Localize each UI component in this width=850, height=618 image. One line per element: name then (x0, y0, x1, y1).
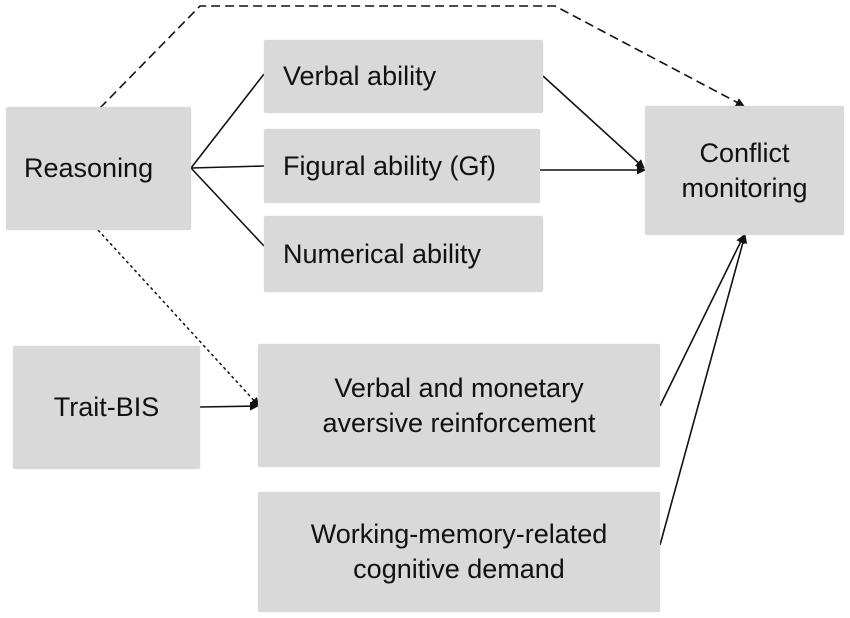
node-conflict-monitoring-label: Conflict monitoring (681, 137, 808, 203)
node-trait-bis-label: Trait-BIS (53, 392, 160, 422)
node-trait-bis: Trait-BIS (13, 346, 200, 469)
node-figural-ability-label: Figural ability (Gf) (283, 150, 497, 181)
node-figural-ability: Figural ability (Gf) (264, 129, 540, 203)
edge-reasoning-aversive-dotted (97, 229, 260, 407)
edge-reasoning-figural (190, 165, 265, 169)
node-conflict-monitoring: Conflict monitoring (645, 106, 844, 235)
edge-reasoning-numerical (190, 167, 265, 247)
edge-trait-aversive (199, 401, 259, 411)
edge-reasoning-verbal (190, 73, 265, 169)
node-numerical-ability-label: Numerical ability (283, 238, 482, 269)
edge-aversive-conflict (659, 234, 745, 407)
node-aversive-reinforcement-label: Verbal and monetary aversive reinforceme… (322, 372, 596, 438)
node-working-memory-demand: Working-memory-related cognitive demand (258, 492, 660, 612)
node-numerical-ability: Numerical ability (264, 216, 543, 292)
node-aversive-reinforcement: Verbal and monetary aversive reinforceme… (258, 344, 660, 467)
node-working-memory-demand-label: Working-memory-related cognitive demand (310, 519, 608, 584)
node-verbal-ability-label: Verbal ability (283, 61, 437, 91)
edge-verbal-conflict (542, 75, 645, 169)
edge-reasoning-conflict-dashed (99, 5, 745, 109)
edge-working-conflict (659, 234, 748, 546)
node-verbal-ability: Verbal ability (264, 40, 543, 113)
node-reasoning: Reasoning (6, 107, 191, 230)
node-reasoning-label: Reasoning (24, 153, 154, 183)
